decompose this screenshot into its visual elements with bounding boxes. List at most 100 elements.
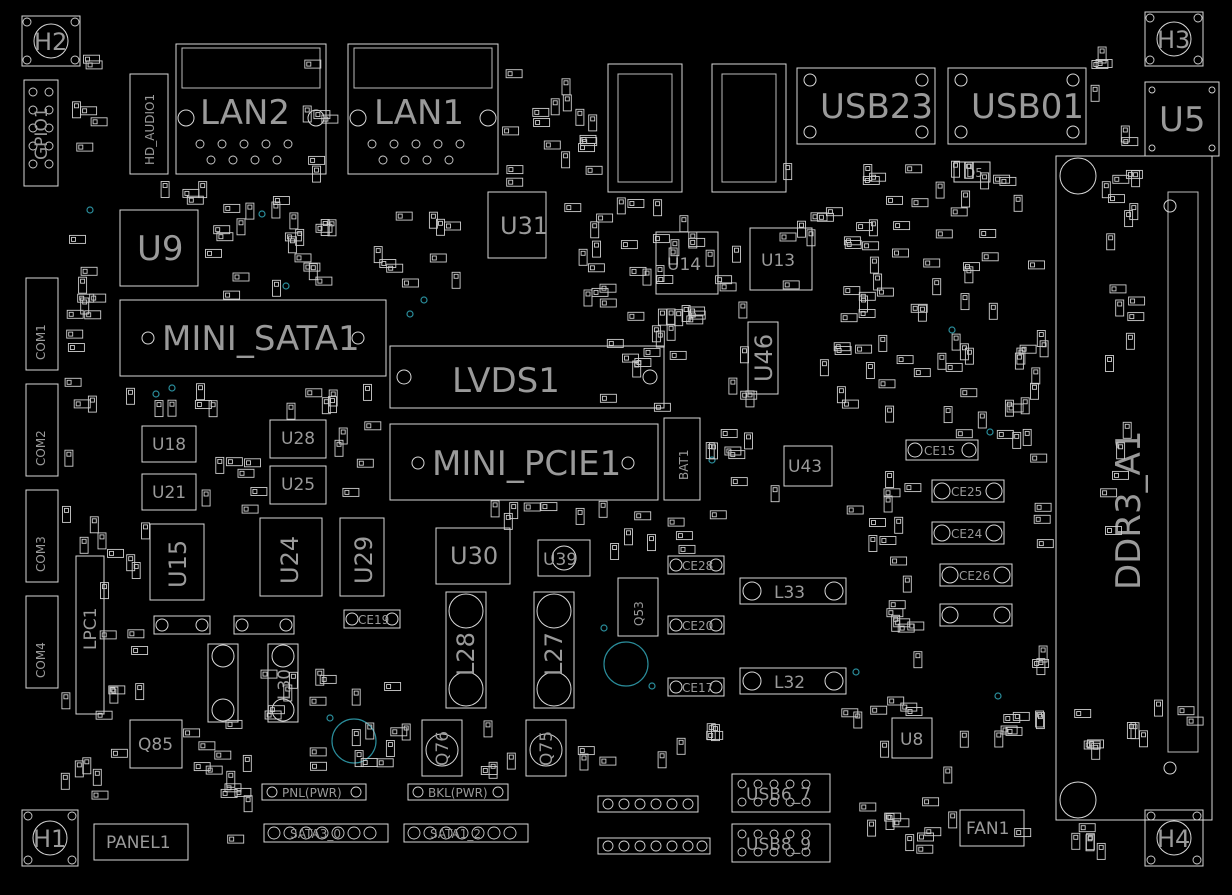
chip-u46: U46 xyxy=(747,321,779,395)
smd-footprint xyxy=(599,393,617,403)
label-l27: L27 xyxy=(540,632,568,676)
smd-footprint xyxy=(401,723,411,741)
smd-footprint xyxy=(225,719,243,729)
inductor-l28: L28 xyxy=(445,591,487,709)
smd-footprint xyxy=(732,245,741,263)
smd-footprint xyxy=(107,548,124,558)
smd-footprint xyxy=(705,249,715,267)
smd-footprint xyxy=(922,797,940,807)
smd-footprint xyxy=(562,94,572,112)
label-q85: Q85 xyxy=(138,735,173,755)
cap-ce15: CE15 xyxy=(905,439,979,461)
smd-footprint xyxy=(1036,330,1046,347)
smd-footprint xyxy=(198,181,208,199)
label-u13: U13 xyxy=(761,251,795,271)
connector-usb23: USB23 xyxy=(796,67,936,145)
mounting-hole-h2: H2 xyxy=(21,15,81,67)
smd-footprint xyxy=(193,762,211,772)
mounting-hole-h4: H4 xyxy=(1144,809,1204,867)
label-com1: COM1 xyxy=(34,324,48,360)
smd-footprint xyxy=(315,223,333,233)
smd-footprint xyxy=(738,301,748,319)
transistor-q85: Q85 xyxy=(129,719,183,769)
smd-footprint xyxy=(286,402,296,420)
smd-footprint xyxy=(647,534,656,552)
label-lvds1: LVDS1 xyxy=(452,361,560,401)
smd-footprint xyxy=(328,389,338,407)
smd-footprint xyxy=(964,161,974,179)
smd-footprint xyxy=(1030,382,1039,400)
smd-footprint xyxy=(444,221,461,231)
cap-ce19: CE19 xyxy=(343,609,401,629)
smd-footprint xyxy=(883,488,901,498)
smd-footprint xyxy=(951,160,960,178)
label-h3: H3 xyxy=(1157,26,1190,54)
smd-footprint xyxy=(373,246,383,264)
smd-footprint xyxy=(715,275,733,285)
via xyxy=(258,210,266,218)
smd-footprint xyxy=(841,399,859,409)
smd-footprint xyxy=(900,702,918,712)
smd-footprint xyxy=(887,696,905,706)
smd-footprint xyxy=(220,788,238,798)
smd-footprint xyxy=(214,750,232,760)
via xyxy=(282,282,290,290)
smd-footprint xyxy=(309,696,327,706)
smd-footprint xyxy=(351,729,361,747)
slot-mini-pcie1: MINI_PCIE1 xyxy=(389,423,659,501)
smd-footprint xyxy=(205,248,222,258)
smd-footprint xyxy=(242,754,252,772)
smd-footprint xyxy=(681,305,691,322)
smd-footprint xyxy=(1006,403,1024,413)
smd-footprint xyxy=(885,471,895,488)
smd-footprint xyxy=(745,390,755,408)
smd-footprint xyxy=(634,511,652,521)
smd-footprint xyxy=(305,388,323,398)
smd-footprint xyxy=(215,456,225,474)
smd-footprint xyxy=(216,232,234,242)
smd-footprint xyxy=(1039,340,1049,358)
smd-footprint xyxy=(154,400,164,418)
smd-footprint xyxy=(1083,740,1101,750)
smd-footprint xyxy=(993,174,1011,184)
smd-footprint xyxy=(1012,711,1030,721)
label-h2: H2 xyxy=(34,28,67,56)
smd-footprint xyxy=(1120,125,1130,143)
smd-footprint xyxy=(561,151,571,169)
chip-u28: U28 xyxy=(269,419,327,459)
label-u9: U9 xyxy=(137,229,184,269)
smd-footprint xyxy=(806,229,816,247)
smd-footprint xyxy=(167,399,177,417)
connector-pnl-pwr: PNL(PWR) xyxy=(261,783,367,801)
smd-footprint xyxy=(904,483,922,493)
smd-footprint xyxy=(334,439,344,457)
cap-ce24: CE24 xyxy=(931,521,1005,545)
smd-footprint xyxy=(578,143,595,153)
smd-footprint xyxy=(1087,739,1104,749)
smd-footprint xyxy=(1112,174,1130,184)
smd-footprint xyxy=(876,287,894,297)
label-ce20: CE20 xyxy=(682,619,713,633)
smd-footprint xyxy=(846,505,864,515)
smd-footprint xyxy=(376,758,394,768)
smd-footprint xyxy=(578,248,588,266)
smd-footprint xyxy=(237,468,255,478)
smd-footprint xyxy=(225,457,243,467)
via xyxy=(152,390,160,398)
smd-footprint xyxy=(223,203,241,213)
label-bat1: BAT1 xyxy=(677,450,691,480)
smd-footprint xyxy=(945,362,963,372)
smd-footprint xyxy=(980,172,990,190)
smd-footprint xyxy=(657,308,667,326)
smd-footprint xyxy=(950,207,968,217)
header-com3: COM3 xyxy=(25,489,59,583)
smd-footprint xyxy=(73,399,91,409)
smd-footprint xyxy=(720,429,738,438)
smd-footprint xyxy=(267,705,285,715)
smd-footprint xyxy=(770,485,780,503)
smd-footprint xyxy=(1097,46,1107,64)
smd-footprint xyxy=(429,253,447,263)
smd-footprint xyxy=(223,290,241,300)
smd-footprint xyxy=(131,646,149,655)
smd-footprint xyxy=(84,310,102,320)
